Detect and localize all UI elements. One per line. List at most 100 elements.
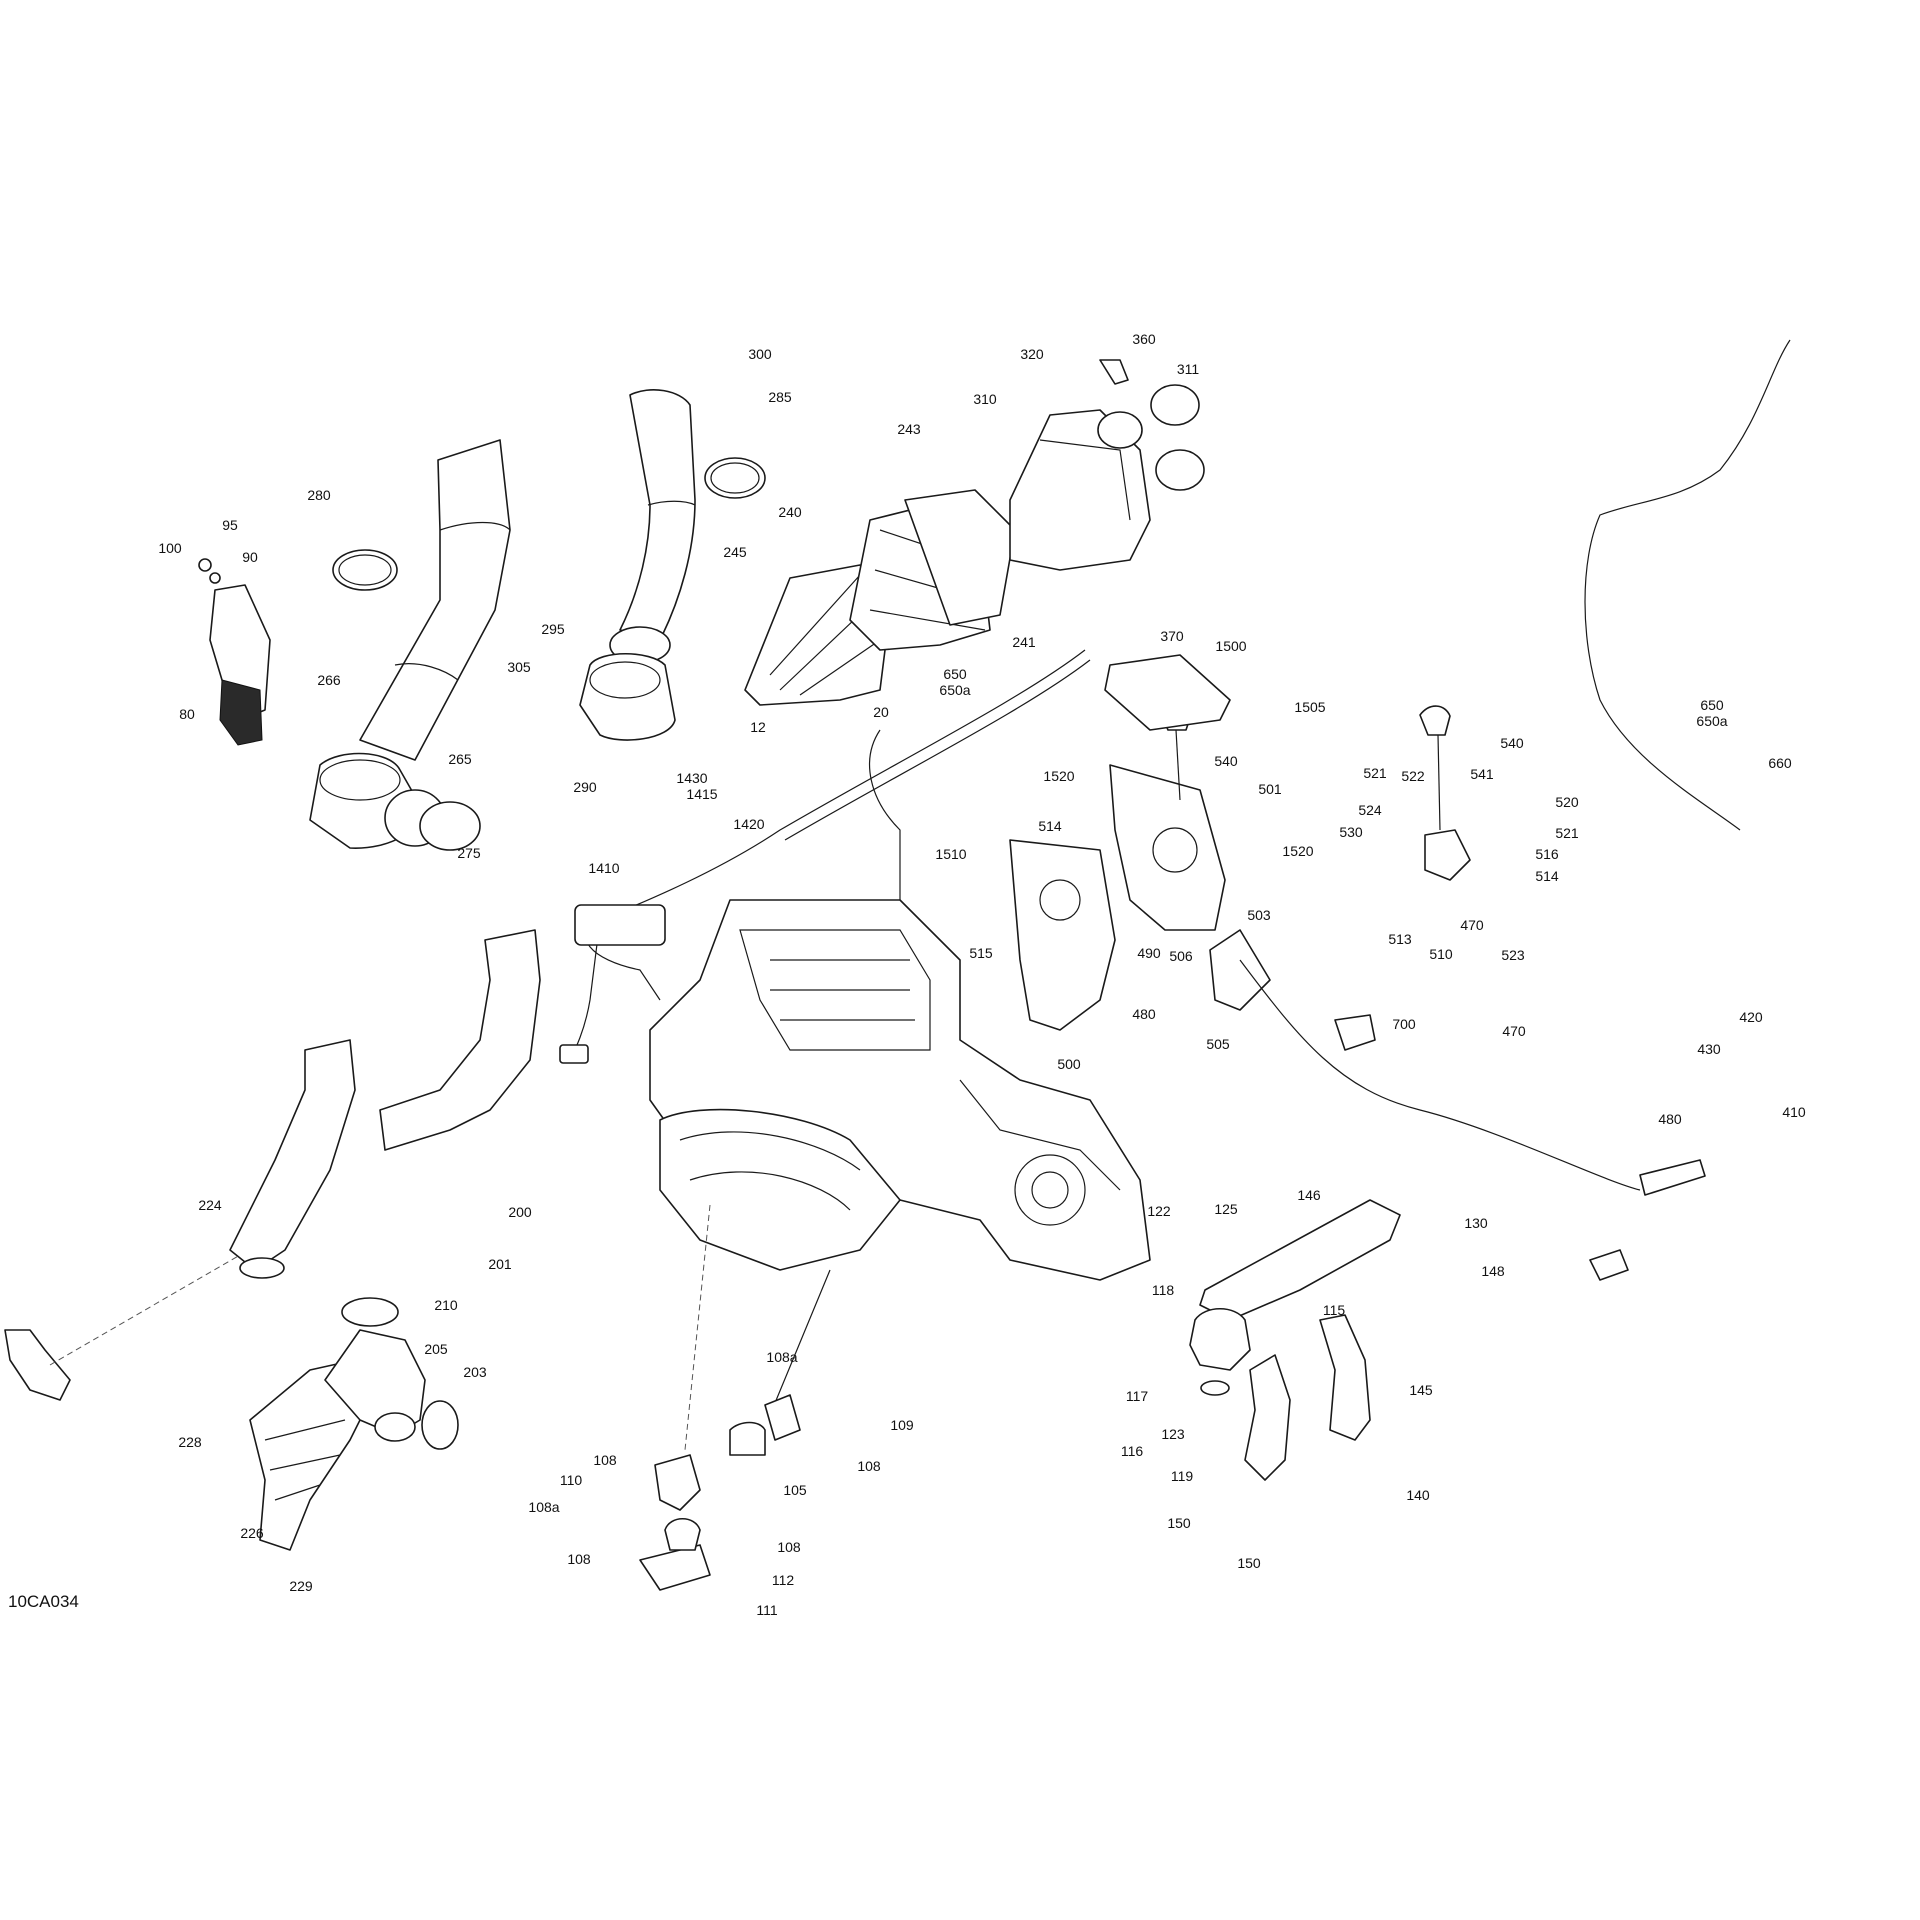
callout-500: 500 xyxy=(1057,1056,1081,1072)
callout-501: 501 xyxy=(1258,781,1282,797)
callout-360: 360 xyxy=(1132,331,1156,347)
callout-480-right: 480 xyxy=(1658,1111,1682,1127)
callout-123: 123 xyxy=(1161,1426,1185,1442)
bracket-140 xyxy=(1244,1354,1291,1481)
bracket-1500 xyxy=(1104,654,1231,731)
tube-224-228 xyxy=(229,1039,356,1279)
callout-1505: 1505 xyxy=(1294,699,1326,715)
callout-522: 522 xyxy=(1401,768,1425,784)
callout-513: 513 xyxy=(1388,931,1412,947)
callout-243: 243 xyxy=(897,421,921,437)
tube-226 xyxy=(249,1359,371,1551)
callout-105: 105 xyxy=(783,1482,807,1498)
callout-118: 118 xyxy=(1151,1282,1175,1298)
callout-119: 119 xyxy=(1170,1468,1194,1484)
callout-115: 115 xyxy=(1322,1302,1346,1318)
callout-320: 320 xyxy=(1020,346,1044,362)
wiring-harness xyxy=(559,649,1091,1064)
callout-203: 203 xyxy=(463,1364,487,1380)
bracket-145 xyxy=(1319,1314,1371,1441)
callout-100: 100 xyxy=(158,540,182,556)
callout-470-bottom: 470 xyxy=(1502,1023,1526,1039)
cable-650 xyxy=(1584,339,1791,831)
callout-1510: 1510 xyxy=(935,846,967,862)
shifter-mech-right xyxy=(1419,705,1471,881)
callout-205: 205 xyxy=(424,1341,448,1357)
throttle-adapter-290 xyxy=(579,652,676,741)
callout-514-left: 514 xyxy=(1038,818,1062,834)
callout-503: 503 xyxy=(1247,907,1271,923)
callout-295: 295 xyxy=(541,621,565,637)
callout-110: 110 xyxy=(559,1472,583,1488)
callout-521-top: 521 xyxy=(1363,765,1387,781)
air-inlet-266-265 xyxy=(309,752,481,851)
callout-310: 310 xyxy=(973,391,997,407)
callout-20: 20 xyxy=(873,704,889,720)
callout-305: 305 xyxy=(507,659,531,675)
callout-108-c: 108 xyxy=(777,1539,801,1555)
callout-112: 112 xyxy=(771,1572,795,1588)
callout-130: 130 xyxy=(1464,1215,1488,1231)
callout-660: 660 xyxy=(1768,755,1792,771)
callout-200: 200 xyxy=(508,1204,532,1220)
callout-300: 300 xyxy=(748,346,772,362)
callout-111: 111 xyxy=(756,1602,778,1618)
callout-506: 506 xyxy=(1169,948,1193,964)
callout-109: 109 xyxy=(890,1417,914,1433)
callout-241: 241 xyxy=(1012,634,1036,650)
callout-90: 90 xyxy=(242,549,258,565)
gasket-243 xyxy=(904,489,1016,626)
callout-521-right: 521 xyxy=(1555,825,1579,841)
callout-1500: 1500 xyxy=(1215,638,1247,654)
engine-assembly xyxy=(649,899,1151,1281)
callout-108-d: 108 xyxy=(567,1551,591,1567)
mount-105-109 xyxy=(639,1204,831,1591)
callout-700: 700 xyxy=(1392,1016,1416,1032)
clamp-285 xyxy=(704,457,766,499)
callout-224: 224 xyxy=(198,1197,222,1213)
intake-tube-305 xyxy=(359,439,511,761)
callout-266: 266 xyxy=(317,672,341,688)
callout-108a-top: 108a xyxy=(766,1349,798,1365)
callout-516: 516 xyxy=(1535,846,1559,862)
callout-290: 290 xyxy=(573,779,597,795)
callout-510: 510 xyxy=(1429,946,1453,962)
callout-12: 12 xyxy=(750,719,766,735)
callout-515: 515 xyxy=(969,945,993,961)
clip-360 xyxy=(1099,359,1129,385)
callout-410: 410 xyxy=(1782,1104,1806,1120)
callout-523: 523 xyxy=(1501,947,1525,963)
callout-505: 505 xyxy=(1206,1036,1230,1052)
callout-148: 148 xyxy=(1481,1263,1505,1279)
callout-210: 210 xyxy=(434,1297,458,1313)
callout-108a-bottom: 108a xyxy=(528,1499,560,1515)
mount-115 xyxy=(1189,1308,1251,1396)
callout-1430: 1430 xyxy=(676,770,708,786)
callout-541: 541 xyxy=(1470,766,1494,782)
callout-145: 145 xyxy=(1409,1382,1433,1398)
callout-201: 201 xyxy=(488,1256,512,1272)
callout-108-b: 108 xyxy=(857,1458,881,1474)
callout-311: 311 xyxy=(1176,361,1200,377)
cable-470 xyxy=(1239,959,1706,1281)
intake-tube-300 xyxy=(619,389,696,641)
callout-490: 490 xyxy=(1137,945,1161,961)
tube-200 xyxy=(379,929,541,1151)
callout-420: 420 xyxy=(1739,1009,1763,1025)
callout-116: 116 xyxy=(1120,1443,1144,1459)
callout-1415: 1415 xyxy=(686,786,718,802)
callout-228: 228 xyxy=(178,1434,202,1450)
clamp-203 xyxy=(421,1400,459,1450)
bracket-80 xyxy=(198,558,271,746)
callout-524: 524 xyxy=(1358,802,1382,818)
callout-1520-top: 1520 xyxy=(1043,768,1075,784)
callout-540-left: 540 xyxy=(1214,753,1238,769)
hose-205 xyxy=(324,1297,426,1442)
callout-1520-mid: 1520 xyxy=(1282,843,1314,859)
callout-150-bottom: 150 xyxy=(1237,1555,1261,1571)
callout-245: 245 xyxy=(723,544,747,560)
diagram-id-label: 10CA034 xyxy=(8,1592,79,1611)
callout-122: 122 xyxy=(1147,1203,1171,1219)
callout-108-a: 108 xyxy=(593,1452,617,1468)
